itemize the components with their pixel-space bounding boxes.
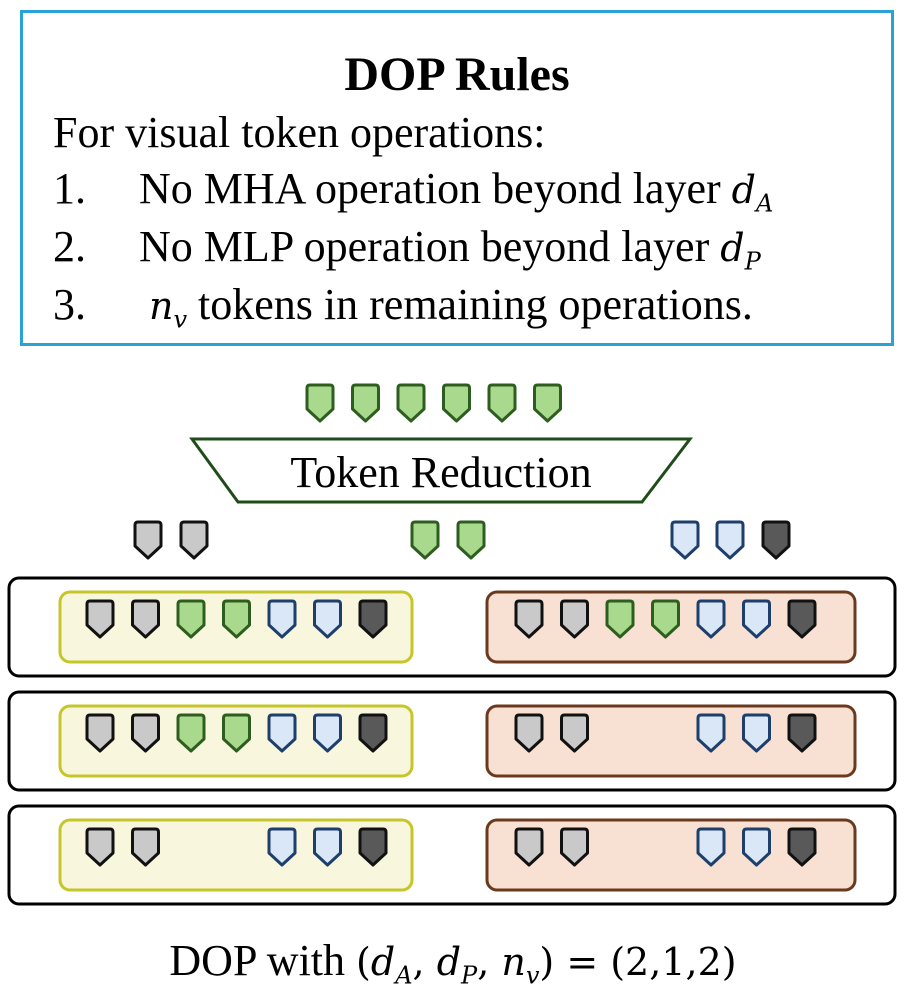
mha-gray-token — [131, 713, 160, 753]
mlp-gray-token — [514, 827, 544, 867]
rule-1-var: dA — [731, 168, 774, 218]
mha-blue-token — [313, 827, 342, 867]
mlp-blue-token — [742, 713, 771, 753]
rule-3: 3. nv tokens in remaining operations. — [53, 279, 753, 346]
dop-rules-box: DOP Rules For visual token operations: 1… — [20, 10, 894, 346]
rule-1-var-sub: A — [755, 189, 774, 218]
mha-green-token — [222, 713, 251, 753]
mlp-blue-token — [742, 827, 771, 867]
mha-gray-token — [131, 827, 160, 867]
input-blue-token — [715, 520, 745, 560]
rule-3-var-sub: v — [173, 305, 188, 334]
mlp-green-token — [651, 599, 680, 639]
token-reduction-label: Token Reduction — [290, 448, 591, 497]
reduced-green-token — [487, 383, 517, 423]
rule-2: 2. No MLP operation beyond layer dP — [53, 221, 761, 288]
token-reduction-trapezoid — [189, 437, 694, 504]
mha-blue-token — [267, 827, 297, 867]
rules-intro: For visual token operations: — [53, 108, 546, 157]
rules-title: DOP Rules — [344, 48, 570, 101]
input-gray-token — [133, 520, 163, 560]
mlp-blue-token — [742, 599, 771, 639]
rule-1-text: No MHA operation beyond layer — [139, 164, 732, 213]
mlp-gray-token — [514, 599, 544, 639]
rule-1-var-letter: d — [731, 168, 756, 212]
mlp-blue-token — [696, 713, 726, 753]
rule-2-text: No MLP operation beyond layer — [139, 222, 721, 271]
mha-gray-token — [85, 827, 115, 867]
mha-dark-token — [358, 599, 388, 639]
mha-blue-token — [313, 599, 342, 639]
mha-blue-token — [267, 599, 297, 639]
rule-3-number: 3. — [53, 280, 86, 329]
caption-math-tuple: (dA, dP, nv) — [356, 940, 555, 990]
rule-3-var-letter: n — [149, 284, 174, 328]
rule-2-var-letter: d — [720, 226, 745, 270]
mlp-gray-token — [560, 827, 589, 867]
mlp-dark-token — [787, 599, 817, 639]
reduced-green-token — [305, 383, 335, 423]
mlp-gray-token — [514, 713, 544, 753]
mha-blue-token — [313, 713, 342, 753]
token-groups — [133, 383, 791, 560]
reduced-green-token — [533, 383, 562, 423]
mha-green-token — [176, 713, 206, 753]
token-reduction-block: Token Reduction — [189, 437, 694, 504]
rule-2-var-sub: P — [744, 247, 761, 276]
caption-prefix: DOP with — [169, 936, 357, 985]
rule-1-number: 1. — [53, 164, 86, 213]
input-blue-token — [670, 520, 700, 560]
input-green-token — [456, 520, 486, 560]
mha-dark-token — [358, 713, 388, 753]
mlp-blue-token — [696, 827, 726, 867]
mlp-gray-token — [560, 599, 589, 639]
layer-stack — [7, 576, 897, 906]
mlp-blue-token — [696, 599, 726, 639]
mha-green-token — [176, 599, 206, 639]
mlp-green-token — [605, 599, 635, 639]
input-gray-token — [179, 520, 209, 560]
rule-3-var: nv — [149, 284, 187, 334]
input-green-token — [410, 520, 440, 560]
input-dark-token — [761, 520, 791, 560]
mha-gray-token — [131, 599, 160, 639]
caption: DOP with (dA, dP, nv) = (2,1,2) — [0, 935, 906, 1002]
mha-dark-token — [358, 827, 388, 867]
reduced-green-token — [351, 383, 380, 423]
rule-3-text: tokens in remaining operations. — [187, 280, 753, 329]
reduced-green-token — [442, 383, 471, 423]
mha-green-token — [222, 599, 251, 639]
mha-gray-token — [85, 599, 115, 639]
rule-1: 1. No MHA operation beyond layer dA — [53, 163, 773, 230]
rule-2-number: 2. — [53, 222, 86, 271]
mha-blue-token — [267, 713, 297, 753]
mlp-gray-token — [560, 713, 589, 753]
mlp-dark-token — [787, 713, 817, 753]
mha-gray-token — [85, 713, 115, 753]
caption-rhs: = (2,1,2) — [554, 940, 737, 984]
rule-2-var: dP — [720, 226, 760, 276]
mlp-dark-token — [787, 827, 817, 867]
reduced-green-token — [396, 383, 426, 423]
